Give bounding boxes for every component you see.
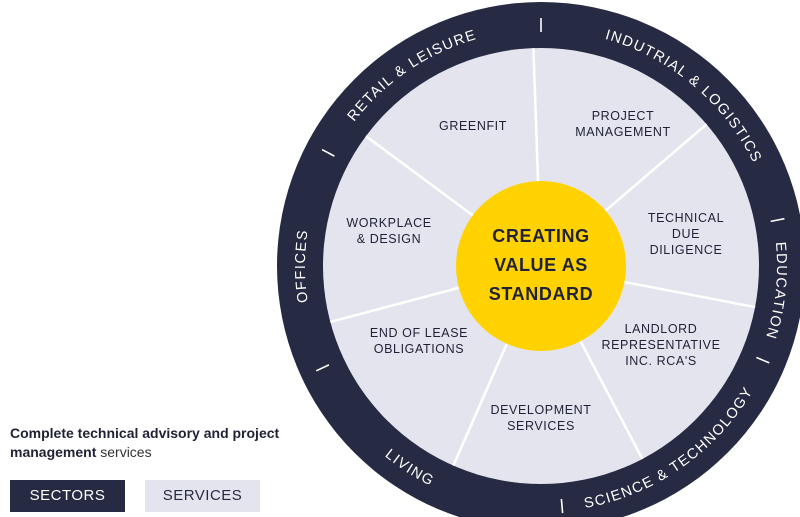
center-label: STANDARD [489, 284, 593, 304]
segment-divider [604, 123, 708, 212]
segment-divider [329, 286, 460, 324]
caption: Complete technical advisory and project … [10, 424, 340, 462]
services-tab[interactable]: SERVICES [145, 480, 260, 512]
service-segment[interactable]: TECHNICAL DUE DILIGENCE [648, 211, 724, 257]
service-label: SERVICES [507, 419, 575, 433]
service-label: GREENFIT [439, 119, 507, 133]
service-segment[interactable]: PROJECT MANAGEMENT [575, 109, 671, 139]
caption-strong: Complete technical advisory and project … [10, 425, 280, 460]
service-label: INC. RCA'S [625, 354, 697, 368]
sector-label[interactable]: OFFICES [293, 228, 312, 304]
service-segment[interactable]: END OF LEASE OBLIGATIONS [370, 326, 468, 356]
service-label: TECHNICAL [648, 211, 724, 225]
service-label: PROJECT [592, 109, 655, 123]
segment-divider [579, 340, 644, 460]
sector-separator [321, 148, 335, 157]
service-segment[interactable]: LANDLORD REPRESENTATIVE INC. RCA'S [601, 322, 720, 368]
segment-divider [624, 280, 756, 309]
center-label: VALUE AS [494, 255, 588, 275]
service-label: DILIGENCE [650, 243, 723, 257]
sector-separator [315, 364, 330, 372]
sector-label-text: OFFICES [293, 228, 310, 304]
service-segment[interactable]: GREENFIT [439, 119, 507, 133]
service-label: & DESIGN [357, 232, 422, 246]
sectors-tab[interactable]: SECTORS [10, 480, 125, 512]
service-label: WORKPLACE [346, 216, 431, 230]
segment-divider [532, 48, 540, 182]
service-label: DEVELOPMENT [490, 403, 591, 417]
segment-divider [365, 135, 474, 217]
sector-separator [560, 499, 564, 514]
service-segment[interactable]: WORKPLACE & DESIGN [346, 216, 431, 246]
center-label: CREATING [492, 226, 589, 246]
sector-separator [756, 356, 770, 364]
caption-light: services [96, 444, 152, 460]
service-label: OBLIGATIONS [374, 342, 464, 356]
service-segment[interactable]: DEVELOPMENT SERVICES [490, 403, 591, 433]
service-label: DUE [672, 227, 700, 241]
segment-divider [452, 343, 508, 467]
service-label: REPRESENTATIVE [601, 338, 720, 352]
service-label: LANDLORD [625, 322, 698, 336]
sector-separator [770, 217, 785, 223]
service-label: END OF LEASE [370, 326, 468, 340]
service-label: MANAGEMENT [575, 125, 671, 139]
center-circle [456, 181, 626, 351]
